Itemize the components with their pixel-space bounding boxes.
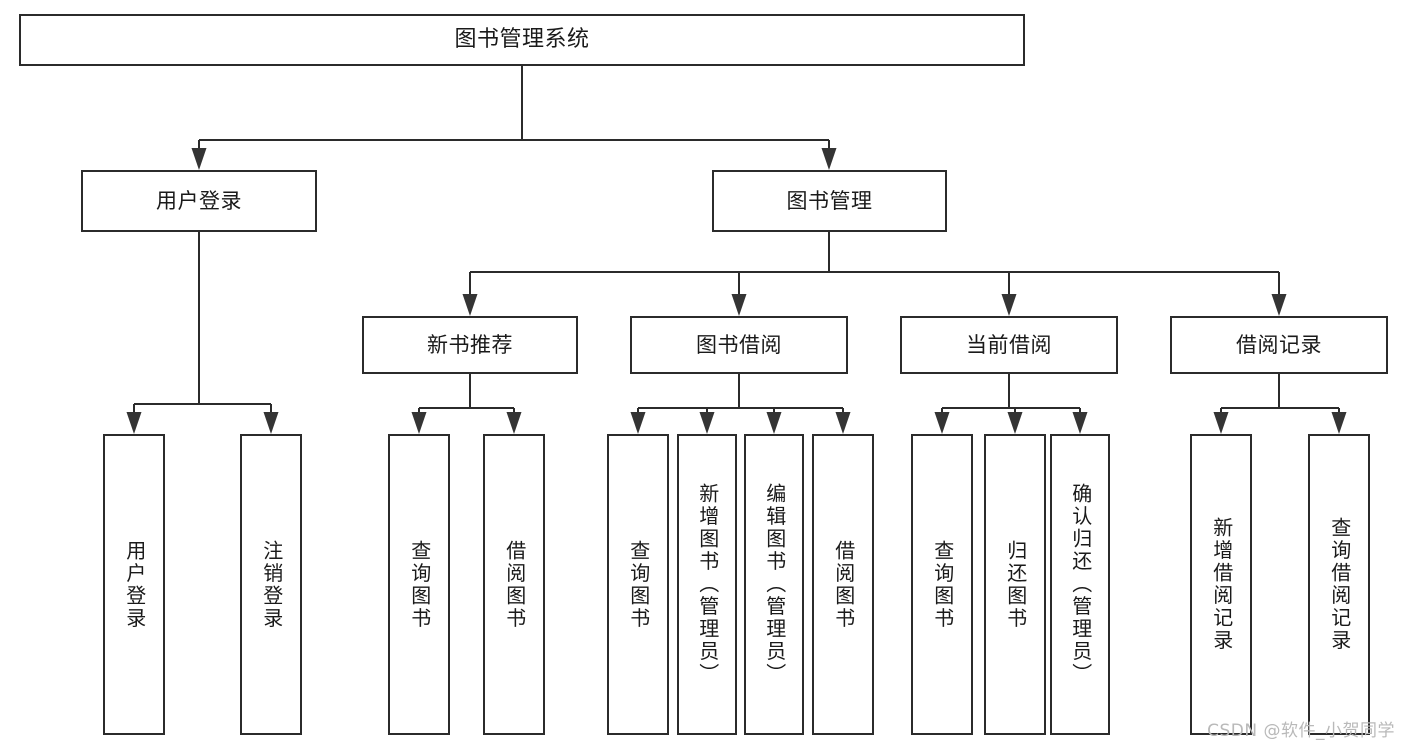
node-label: 图书管理 xyxy=(786,188,873,213)
node-label: 查询图书 xyxy=(626,539,651,630)
node-leaf-query-book-1[interactable]: 查询图书 xyxy=(388,434,450,735)
node-label: 编辑图书（管理员） xyxy=(762,483,787,686)
node-label: 借阅记录 xyxy=(1236,332,1322,357)
node-label: 借阅图书 xyxy=(502,539,527,630)
node-label: 新书推荐 xyxy=(427,332,513,357)
node-leaf-return-book[interactable]: 归还图书 xyxy=(984,434,1046,735)
node-leaf-logout-login[interactable]: 注销登录 xyxy=(240,434,302,735)
node-current-borrow[interactable]: 当前借阅 xyxy=(900,316,1118,374)
node-user-login[interactable]: 用户登录 xyxy=(81,170,317,232)
node-leaf-confirm-return[interactable]: 确认归还（管理员） xyxy=(1050,434,1110,735)
node-label: 查询图书 xyxy=(930,539,955,630)
node-label: 注销登录 xyxy=(259,539,284,630)
node-leaf-user-login[interactable]: 用户登录 xyxy=(103,434,165,735)
node-label: 图书借阅 xyxy=(696,332,782,357)
node-label: 借阅图书 xyxy=(831,539,856,630)
node-label: 查询图书 xyxy=(407,539,432,630)
node-leaf-add-record[interactable]: 新增借阅记录 xyxy=(1190,434,1252,735)
node-leaf-borrow-book-1[interactable]: 借阅图书 xyxy=(483,434,545,735)
node-label: 确认归还（管理员） xyxy=(1068,483,1093,686)
node-leaf-query-book-3[interactable]: 查询图书 xyxy=(911,434,973,735)
node-label: 新增借阅记录 xyxy=(1209,517,1234,652)
node-root-system[interactable]: 图书管理系统 xyxy=(19,14,1025,66)
node-leaf-borrow-book-2[interactable]: 借阅图书 xyxy=(812,434,874,735)
node-label: 当前借阅 xyxy=(966,332,1052,357)
node-label: 新增图书（管理员） xyxy=(695,483,720,686)
node-label: 归还图书 xyxy=(1003,539,1028,630)
node-label: 用户登录 xyxy=(156,188,242,213)
node-label: 查询借阅记录 xyxy=(1327,517,1352,652)
node-book-borrow[interactable]: 图书借阅 xyxy=(630,316,848,374)
node-leaf-query-record[interactable]: 查询借阅记录 xyxy=(1308,434,1370,735)
node-leaf-query-book-2[interactable]: 查询图书 xyxy=(607,434,669,735)
node-label: 用户登录 xyxy=(122,539,147,630)
node-new-book-recommend[interactable]: 新书推荐 xyxy=(362,316,578,374)
node-borrow-record[interactable]: 借阅记录 xyxy=(1170,316,1388,374)
node-leaf-edit-book[interactable]: 编辑图书（管理员） xyxy=(744,434,804,735)
node-label: 图书管理系统 xyxy=(454,27,590,53)
node-book-management[interactable]: 图书管理 xyxy=(712,170,947,232)
node-leaf-add-book[interactable]: 新增图书（管理员） xyxy=(677,434,737,735)
